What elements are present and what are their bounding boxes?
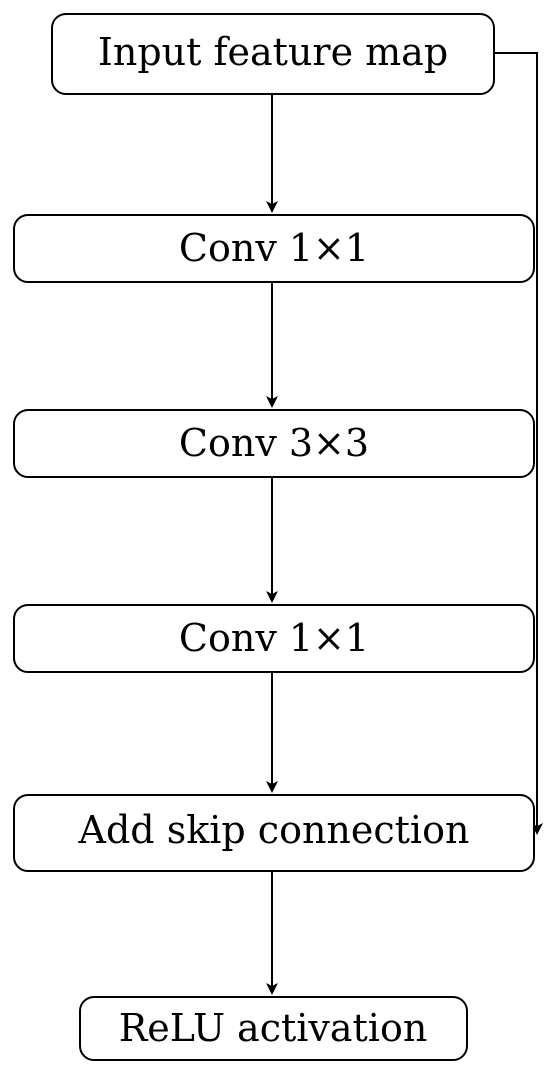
node-conv2-label: Conv 3×3	[179, 421, 369, 465]
node-relu-box	[79, 996, 468, 1061]
skip-connection-arrow	[494, 52, 543, 835]
node-add-box	[13, 794, 535, 872]
node-input-box	[51, 13, 495, 95]
node-input: Input feature map	[51, 13, 495, 95]
node-relu: ReLU activation	[79, 996, 468, 1061]
node-conv3: Conv 1×1	[13, 604, 535, 673]
node-conv2-box	[13, 409, 535, 478]
node-conv3-box	[13, 604, 535, 673]
node-conv3-label: Conv 1×1	[179, 616, 369, 660]
node-add-label: Add skip connection	[78, 808, 470, 852]
node-conv1: Conv 1×1	[13, 214, 535, 283]
node-conv1-label: Conv 1×1	[179, 226, 369, 270]
edges	[266, 52, 543, 995]
node-conv2: Conv 3×3	[13, 409, 535, 478]
node-add: Add skip connection	[13, 794, 535, 872]
node-input-label: Input feature map	[98, 30, 448, 74]
node-conv1-box	[13, 214, 535, 283]
node-relu-label: ReLU activation	[119, 1006, 428, 1050]
